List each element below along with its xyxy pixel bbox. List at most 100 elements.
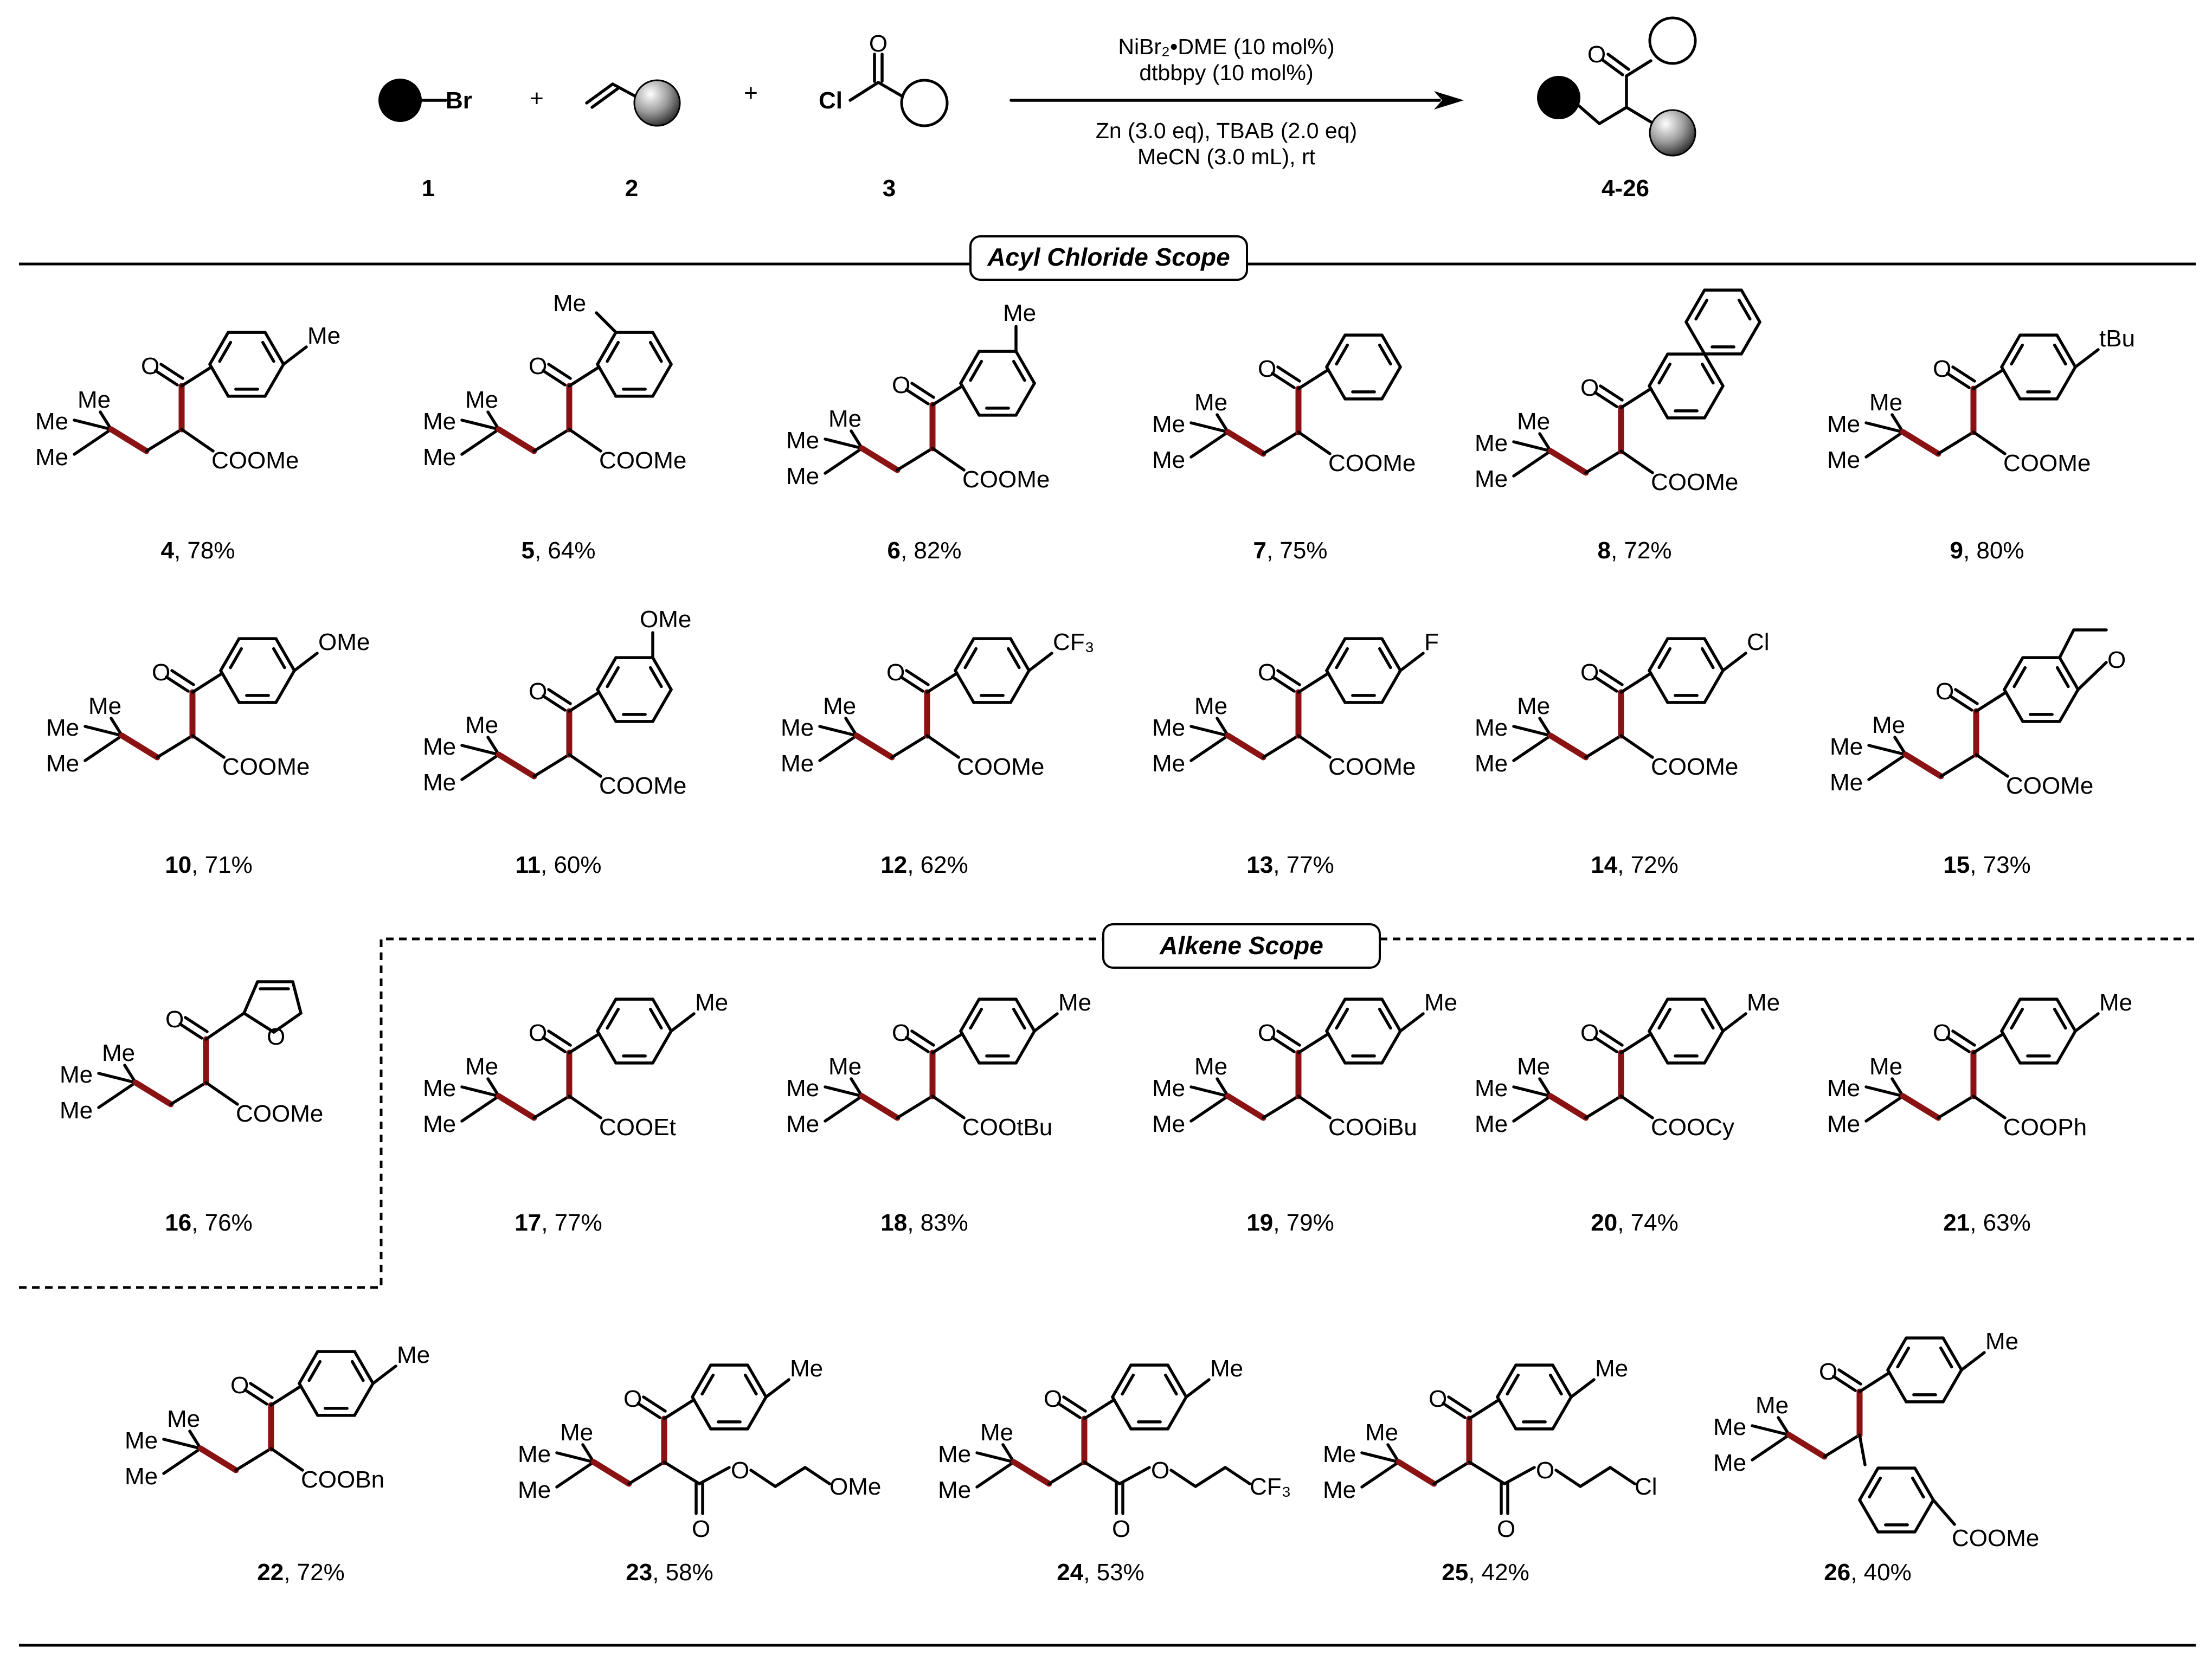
ring-bond: [2055, 333, 2077, 369]
ring-double-bond: [1378, 647, 1392, 669]
methyl-label: Me: [1830, 769, 1863, 796]
ether-end-label: OMe: [829, 1473, 881, 1500]
substituent-label: Me: [1985, 1328, 2018, 1355]
ester-label: COOMe: [599, 772, 686, 799]
bond: [905, 1036, 930, 1053]
methyl-label: Me: [1194, 1053, 1227, 1080]
bond: [180, 428, 215, 453]
atom-o: O: [1587, 41, 1606, 68]
ring-double-bond: [261, 340, 275, 363]
bond: [1512, 734, 1552, 762]
ring-bond: [1648, 669, 1669, 704]
bond: [1216, 717, 1230, 737]
methyl-label: Me: [1475, 750, 1508, 777]
ester-label: COOMe: [2003, 450, 2091, 477]
bond: [1399, 652, 1425, 672]
methyl-label: Me: [1869, 389, 1902, 416]
ring-double-bond: [1657, 362, 1672, 385]
ring-double-bond: [1700, 647, 1715, 669]
methyl-label: Me: [1365, 1419, 1398, 1446]
ring-bond: [596, 331, 618, 366]
bond: [1554, 1469, 1582, 1488]
bond: [97, 1081, 137, 1109]
methyl-label: Me: [1475, 1075, 1508, 1102]
compound-label: 24, 53%: [1057, 1559, 1144, 1586]
bond: [170, 669, 195, 686]
bond: [1864, 430, 1905, 459]
methyl-label: Me: [60, 1061, 93, 1088]
bond: [1185, 1378, 1211, 1399]
bond: [1189, 725, 1230, 737]
ring-bond: [1740, 320, 1761, 356]
ring-double-bond: [1657, 1007, 1672, 1030]
bond: [568, 1095, 602, 1119]
new-bond-highlight: [1547, 448, 1589, 476]
methyl-label: Me: [423, 1075, 456, 1102]
ring-bond: [1703, 352, 1725, 388]
ring-bond: [1703, 1029, 1725, 1065]
compound-label: 17, 77%: [515, 1209, 602, 1236]
substituent-label: F: [1424, 629, 1439, 655]
methyl-label: Me: [1152, 750, 1185, 777]
substituent-label: CF₃: [1053, 629, 1095, 655]
ring-bond: [1014, 350, 1036, 385]
carbonyl-oxygen: O: [165, 1006, 184, 1033]
compound-number: 24: [1057, 1559, 1083, 1586]
methyl-label: Me: [60, 1097, 93, 1124]
bond: [1858, 1433, 1867, 1466]
bond: [1832, 1375, 1857, 1392]
black-sphere-icon: [1537, 76, 1580, 119]
ring-double-bond: [1121, 1373, 1135, 1396]
bond: [99, 410, 113, 431]
new-bond-highlight: [1225, 1093, 1266, 1121]
bond: [1033, 1012, 1059, 1033]
bond: [1975, 753, 2009, 778]
new-bond-highlight: [119, 732, 160, 761]
ring-double-bond: [2055, 666, 2070, 688]
compound-label: 6, 82%: [888, 537, 962, 564]
new-bond-highlight: [1900, 429, 1941, 457]
atom-o: O: [869, 30, 888, 57]
ring-bond: [1014, 997, 1036, 1033]
ring-bond: [1496, 1363, 1517, 1399]
compound-yield: , 71%: [191, 852, 253, 878]
bond: [1619, 1095, 1654, 1119]
bond: [191, 734, 226, 759]
ring-bond: [2003, 688, 2024, 723]
gray-sphere-icon: [633, 79, 681, 127]
ring-double-bond: [1868, 1476, 1882, 1499]
ring-bond: [959, 382, 981, 417]
methyl-label: Me: [560, 1419, 593, 1446]
bond: [1512, 1095, 1552, 1123]
bond: [1512, 449, 1552, 478]
white-sphere-icon: [1648, 16, 1697, 65]
methyl-label: Me: [518, 1477, 551, 1503]
new-bond-highlight: [853, 732, 895, 761]
ring-double-bond: [1694, 298, 1709, 321]
methyl-label: Me: [1517, 693, 1550, 719]
bond: [803, 1466, 831, 1485]
bond: [1972, 1032, 2005, 1054]
carbonyl-oxygen: O: [886, 659, 905, 686]
compound-number: 26: [1824, 1559, 1850, 1586]
ring-bond: [651, 1029, 673, 1065]
ring-bond: [1648, 1029, 1669, 1065]
bond: [1027, 652, 1053, 672]
ring-bond: [1380, 1029, 1402, 1065]
ring-double-bond: [2010, 1007, 2024, 1030]
atom-cl: Cl: [819, 87, 843, 114]
ring-double-bond: [963, 647, 978, 669]
ring-bond: [2003, 656, 2024, 691]
ring-bond: [1325, 997, 1347, 1033]
ring-bond: [2055, 1029, 2077, 1065]
ring-double-bond: [2012, 666, 2027, 688]
bond: [1972, 368, 2005, 390]
ester-oxygen: O: [1151, 1457, 1169, 1484]
bond: [1823, 1433, 1861, 1458]
compound-number: 25: [1442, 1559, 1468, 1586]
ring-bond: [1380, 333, 1402, 369]
ring-bond: [1111, 1363, 1133, 1399]
